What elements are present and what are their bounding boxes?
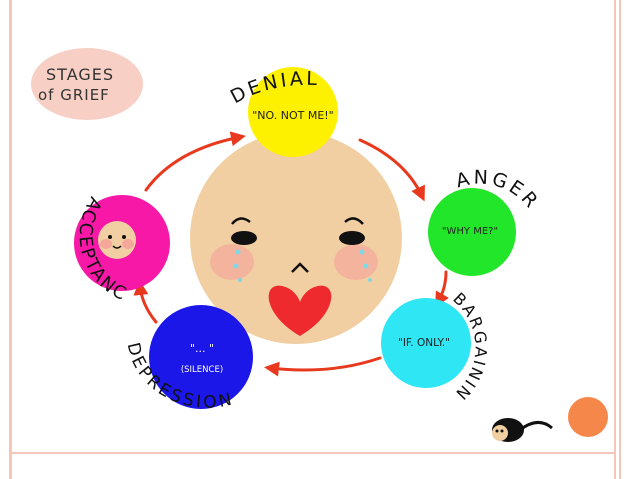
bargaining-quote: "IF. ONLY." [398,337,450,349]
anger-quote: "WHY ME?" [442,226,498,237]
bargaining-circle [381,298,471,388]
acceptance-smiley-cheek-left [100,239,112,249]
depression-subtext: (SILENCE) [181,365,223,375]
denial-quote: "NO. NOT ME!" [252,109,334,122]
title-line-2: of GRIEF [38,86,110,104]
girl-doodle-icon [492,418,553,442]
denial-circle [248,67,338,157]
right-border-line [614,0,616,479]
cycle-arrows [133,131,449,377]
title-blob [31,48,143,120]
arrow-denial-to-anger [358,138,425,202]
face-circle [190,132,402,344]
right-cheek [334,244,378,280]
mouth [291,262,309,273]
acceptance-smiley-cheek-right [122,239,134,249]
anger-circle [428,188,516,276]
depression-circle [149,305,253,409]
left-eyebrow [231,217,251,225]
left-border-line [9,0,12,479]
arrow-depression-to-acceptance [133,280,158,324]
acceptance-smiley [98,221,136,259]
arrow-anger-to-bargaining [435,270,449,308]
arrow-bargaining-to-depression [264,356,382,377]
right-border-line-outer [619,0,621,479]
left-eye [231,231,257,245]
sad-face [190,132,402,344]
accent-dot [568,397,608,437]
title-line-1: STAGES [46,65,114,84]
heart [268,285,332,336]
right-eye [339,231,365,245]
tears [233,249,372,282]
depression-quote: "... " [190,342,214,355]
bottom-border-line [9,452,616,454]
arrow-acceptance-to-denial [144,131,246,192]
right-eyebrow [344,217,364,225]
acceptance-group [74,195,170,291]
left-cheek [210,244,254,280]
